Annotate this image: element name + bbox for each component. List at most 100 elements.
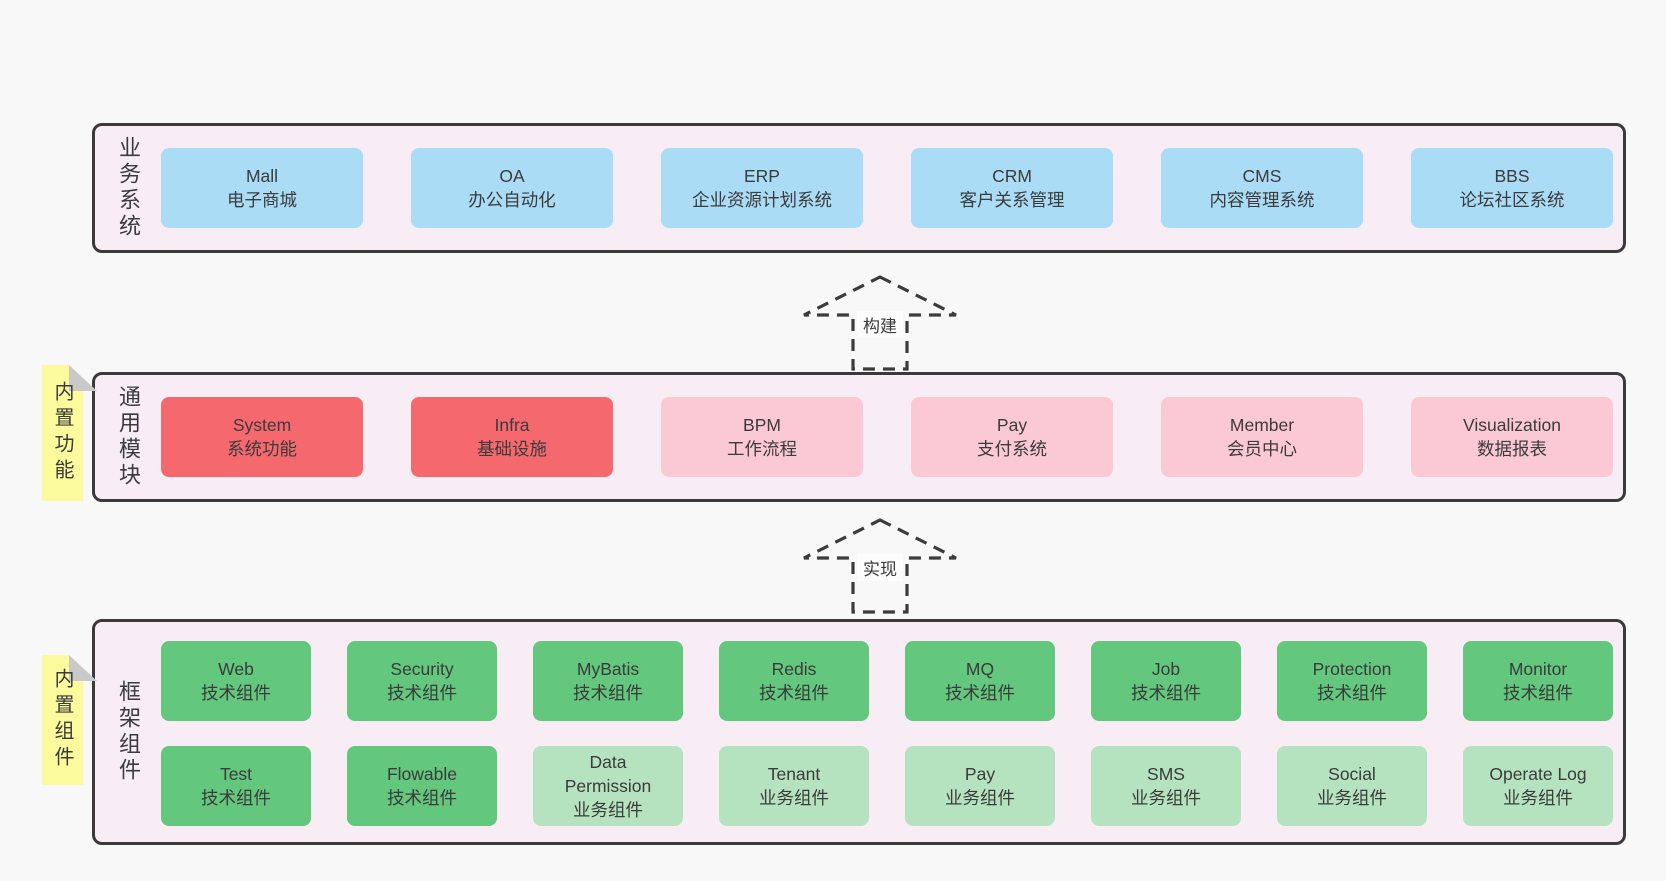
box-title: Job <box>1151 658 1181 679</box>
box-infra: Infra 基础设施 <box>411 397 613 477</box>
box-subtitle: 业务组件 <box>945 788 1015 808</box>
box-title: CRM <box>992 165 1032 186</box>
box-title: Pay <box>964 763 996 784</box>
box-flowable: Flowable 技术组件 <box>347 746 497 826</box>
box-oa: OA 办公自动化 <box>411 148 613 228</box>
box-title: CMS <box>1242 165 1282 186</box>
arrow-label: 构建 <box>857 311 903 338</box>
note-text: 内置组件 <box>51 668 73 772</box>
box-subtitle: 技术组件 <box>759 683 829 703</box>
box-erp: ERP 企业资源计划系统 <box>661 148 863 228</box>
box-title: Member <box>1229 414 1295 435</box>
layer-label: 框架组件 <box>116 680 141 784</box>
box-monitor: Monitor 技术组件 <box>1463 641 1613 721</box>
box-title: Pay <box>996 414 1028 435</box>
box-job: Job 技术组件 <box>1091 641 1241 721</box>
layer-label: 业务系统 <box>116 136 141 240</box>
box-title: System <box>232 414 292 435</box>
box-title: ERP <box>744 165 780 186</box>
box-subtitle: 技术组件 <box>1503 683 1573 703</box>
box-subtitle: 技术组件 <box>201 683 271 703</box>
box-title: Web <box>218 658 254 679</box>
box-subtitle: 数据报表 <box>1477 439 1547 459</box>
box-subtitle: 论坛社区系统 <box>1459 190 1565 210</box>
box-subtitle: 企业资源计划系统 <box>692 190 832 210</box>
box-title: MQ <box>965 658 995 679</box>
box-crm: CRM 客户关系管理 <box>911 148 1113 228</box>
arrow-label: 实现 <box>857 554 903 581</box>
sticky-note-builtin-features: 内置功能 <box>42 365 97 501</box>
box-operate-log: Operate Log 业务组件 <box>1463 746 1613 826</box>
box-title: Security <box>390 658 454 679</box>
box-title: Operate Log <box>1489 763 1587 784</box>
box-title: SMS <box>1147 763 1185 784</box>
box-system: System 系统功能 <box>161 397 363 477</box>
box-pay: Pay 支付系统 <box>911 397 1113 477</box>
box-subtitle: 业务组件 <box>573 800 643 821</box>
box-title: Infra <box>494 414 530 435</box>
layer-label-column: 业务系统 <box>95 126 161 250</box>
note-text: 内置功能 <box>51 381 73 485</box>
layer-label-column: 通用模块 <box>95 375 161 499</box>
box-subtitle: 技术组件 <box>945 683 1015 703</box>
box-title: Test <box>219 763 253 784</box>
box-data-permission: Data Permission 业务组件 <box>533 746 683 826</box>
box-subtitle: 技术组件 <box>201 788 271 808</box>
box-title: BBS <box>1494 165 1530 186</box>
box-title: Mall <box>245 165 279 186</box>
layer-label: 通用模块 <box>116 385 141 489</box>
box-subtitle: 基础设施 <box>477 439 547 459</box>
box-subtitle: 技术组件 <box>387 683 457 703</box>
box-bbs: BBS 论坛社区系统 <box>1411 148 1613 228</box>
box-title: Monitor <box>1508 658 1568 679</box>
box-mq: MQ 技术组件 <box>905 641 1055 721</box>
box-social: Social 业务组件 <box>1277 746 1427 826</box>
box-subtitle: 技术组件 <box>387 788 457 808</box>
box-visualization: Visualization 数据报表 <box>1411 397 1613 477</box>
box-subtitle: 会员中心 <box>1227 439 1297 459</box>
box-subtitle: 技术组件 <box>1317 683 1387 703</box>
box-title: Visualization <box>1463 414 1561 435</box>
box-subtitle: 内容管理系统 <box>1209 190 1315 210</box>
box-subtitle: 客户关系管理 <box>959 190 1065 210</box>
box-member: Member 会员中心 <box>1161 397 1363 477</box>
box-subtitle: 系统功能 <box>227 439 297 459</box>
note-text-wrap: 内置组件 <box>42 655 83 785</box>
box-web: Web 技术组件 <box>161 641 311 721</box>
box-subtitle: 技术组件 <box>573 683 643 703</box>
box-title: Data Permission <box>564 751 652 796</box>
box-subtitle: 办公自动化 <box>468 190 556 210</box>
note-text-wrap: 内置功能 <box>42 365 83 501</box>
build-arrow: 构建 <box>790 273 970 373</box>
box-subtitle: 业务组件 <box>759 788 829 808</box>
box-subtitle: 技术组件 <box>1131 683 1201 703</box>
box-title: Social <box>1328 763 1376 784</box>
box-title: MyBatis <box>576 658 640 679</box>
box-security: Security 技术组件 <box>347 641 497 721</box>
implement-arrow: 实现 <box>790 516 970 616</box>
layer-label-column: 框架组件 <box>95 622 161 842</box>
box-title: Flowable <box>386 763 458 784</box>
box-pay-business: Pay 业务组件 <box>905 746 1055 826</box>
box-title: Tenant <box>767 763 821 784</box>
box-tenant: Tenant 业务组件 <box>719 746 869 826</box>
box-subtitle: 支付系统 <box>977 439 1047 459</box>
box-subtitle: 业务组件 <box>1503 788 1573 808</box>
box-mybatis: MyBatis 技术组件 <box>533 641 683 721</box>
box-title: OA <box>499 165 525 186</box>
box-title: Protection <box>1312 658 1392 679</box>
box-test: Test 技术组件 <box>161 746 311 826</box>
layer-framework-components: 框架组件 Web 技术组件 Security 技术组件 MyBatis 技术组件 Re… <box>92 619 1626 845</box>
box-subtitle: 业务组件 <box>1317 788 1387 808</box>
sticky-note-builtin-components: 内置组件 <box>42 655 97 785</box>
